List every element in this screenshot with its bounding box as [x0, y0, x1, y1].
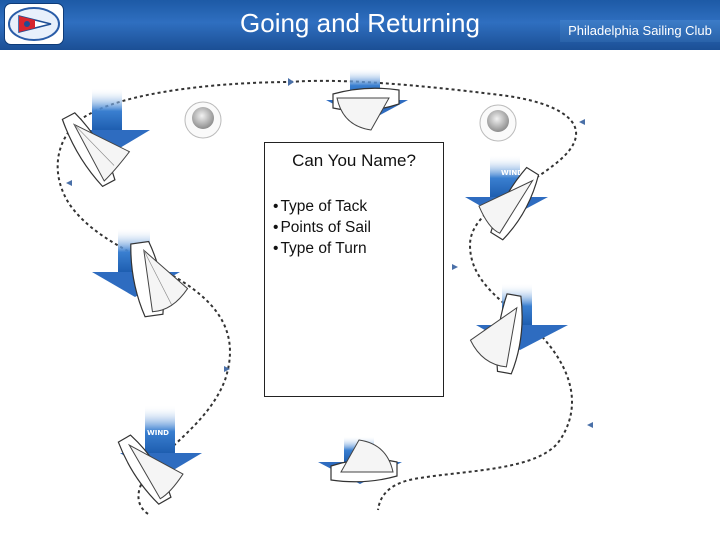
sailboat-icon [332, 87, 400, 131]
list-item: Type of Tack [273, 196, 371, 217]
direction-arrow-icon [224, 366, 230, 372]
question-title: Can You Name? [292, 151, 416, 170]
sailboat-icon [130, 240, 189, 318]
wind-label: WIND [501, 169, 523, 177]
list-item: Type of Turn [273, 238, 371, 259]
sailing-course-diagram: WIND WIND [56, 68, 593, 516]
sailboat-icon [478, 166, 540, 241]
direction-arrow-icon [452, 264, 458, 270]
club-name-banner: Philadelphia Sailing Club [560, 20, 720, 42]
sailboat-icon [469, 293, 523, 375]
list-item: Points of Sail [273, 217, 370, 238]
wind-label: WIND [147, 429, 169, 437]
sailboat-icon [117, 434, 184, 505]
question-box: Can You Name? Type of Tack Points of Sai… [264, 142, 444, 397]
mark-buoy-icon [184, 101, 222, 139]
header-bar: Going and Returning Philadelphia Sailing… [0, 0, 720, 50]
sailboat-icon [61, 112, 131, 188]
page-title: Going and Returning [240, 8, 480, 38]
mark-buoy-icon [479, 104, 517, 142]
club-burgee-logo[interactable] [4, 3, 64, 45]
question-list: Type of Tack Points of Sail Type of Turn [273, 196, 371, 259]
course-path-right [289, 79, 577, 511]
direction-arrow-icon [579, 119, 585, 125]
direction-arrow-icon [288, 78, 294, 86]
direction-arrow-icon [66, 180, 72, 186]
sailboat-icon [330, 439, 398, 483]
direction-arrow-icon [587, 422, 593, 428]
